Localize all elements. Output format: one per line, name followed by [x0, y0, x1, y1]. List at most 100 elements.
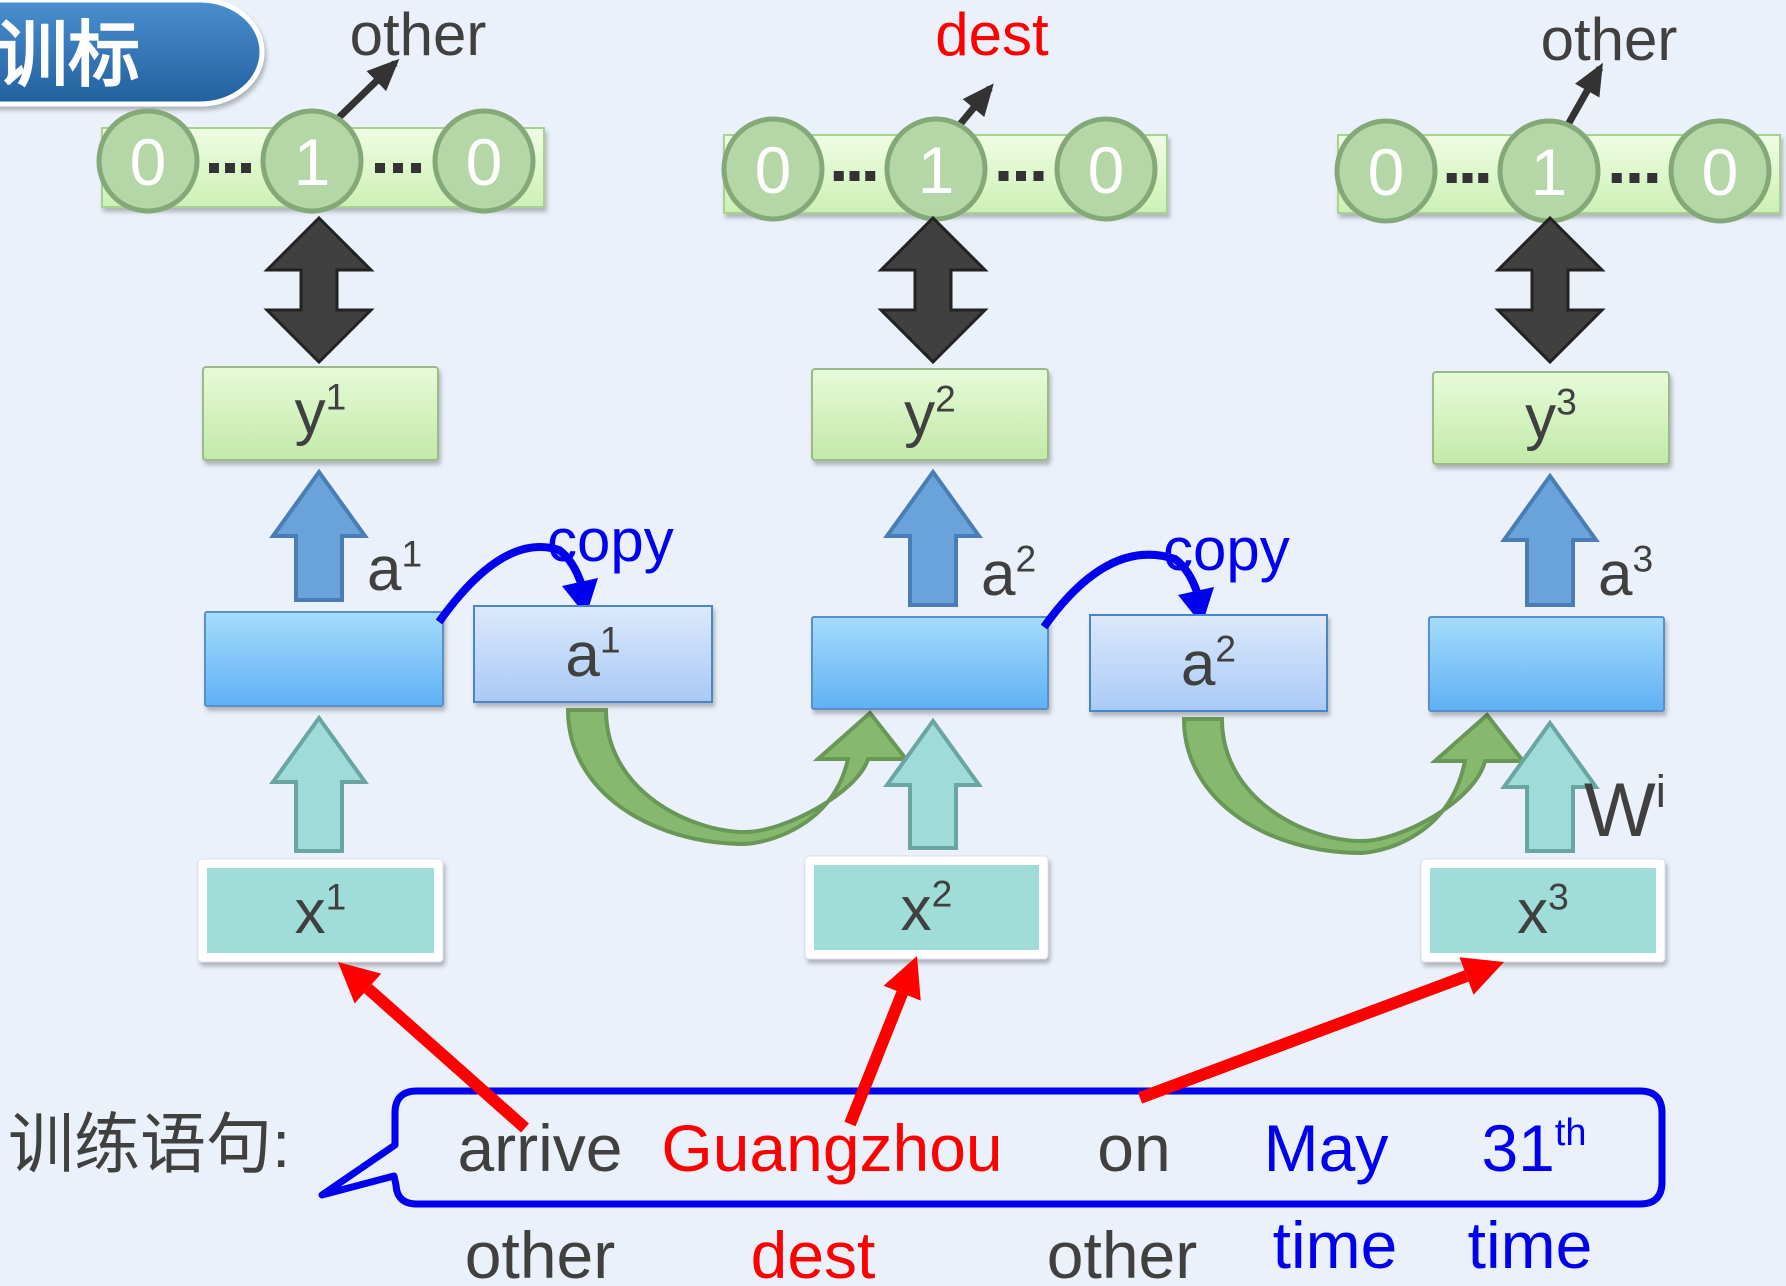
- ellipsis-dot: [1446, 173, 1457, 183]
- sentence-word-5: 31th time: [1468, 1111, 1593, 1282]
- output-label: other: [350, 1, 487, 68]
- word-text: on: [1097, 1111, 1170, 1185]
- slot-label: other: [465, 1218, 615, 1286]
- input-x-label-sup: 3: [1548, 875, 1569, 917]
- word-text: arrive: [457, 1111, 622, 1185]
- output-label: other: [1541, 6, 1678, 73]
- hidden-a-label-base: a: [1598, 540, 1633, 609]
- ellipsis-dot: [849, 171, 860, 181]
- ellipsis-dot: [393, 163, 403, 173]
- ellipsis-dot: [1611, 173, 1622, 183]
- memory-copy-label-base: a: [565, 621, 600, 690]
- input-to-hidden-arrow-icon: [883, 717, 983, 850]
- memory-copy-label-sup: 1: [600, 618, 621, 660]
- pointer-arrow-head: [962, 83, 994, 117]
- output-y-label-sup: 2: [935, 377, 956, 419]
- slot-label: time: [1273, 1208, 1398, 1282]
- word-to-input-arrowhead: [883, 956, 921, 1001]
- onehot-value: 1: [918, 133, 955, 207]
- word-to-input-arrow-1: [363, 984, 529, 1133]
- onehot-node: [432, 108, 536, 214]
- onehot-node: [260, 108, 364, 214]
- ellipsis-dot: [209, 163, 219, 173]
- input-to-hidden-arrow-icon: [269, 714, 369, 853]
- input-x-box: [207, 868, 434, 953]
- speech-bubble: [318, 1087, 1666, 1208]
- copy-curve-arrow: [435, 543, 586, 625]
- onehot-value: 0: [755, 133, 792, 207]
- input-x-label-sup: 2: [932, 872, 953, 914]
- pointer-arrow-head: [366, 58, 400, 92]
- hidden-to-output-arrow-icon: [269, 468, 369, 602]
- ellipsis-dot: [225, 163, 235, 173]
- onehot-value: 0: [1368, 135, 1405, 209]
- slot-label: dest: [751, 1218, 876, 1286]
- copy-label: copy: [1163, 516, 1290, 583]
- hidden-a-label-base: a: [981, 540, 1016, 609]
- pointer-arrow-head: [1575, 62, 1603, 98]
- ellipsis-dot: [1033, 171, 1044, 181]
- input-x-label-sup: 1: [326, 875, 347, 917]
- weight-label-base: W: [1584, 768, 1656, 853]
- input-x-label-base: x: [901, 875, 932, 944]
- ellipsis-dot: [1629, 173, 1640, 183]
- output-y-label-base: y: [1525, 383, 1556, 452]
- memory-copy-label: a1: [565, 618, 620, 690]
- memory-copy-label-sup: 2: [1215, 627, 1236, 669]
- input-to-hidden-arrow-icon: [1500, 719, 1600, 853]
- weight-label-sup: i: [1656, 766, 1666, 817]
- word-to-input-arrowhead: [1459, 957, 1504, 995]
- hidden-a-label-sup: 1: [401, 532, 422, 574]
- onehot-value: 0: [130, 125, 167, 199]
- word-text: Guangzhou: [661, 1111, 1002, 1185]
- ellipsis-dot: [375, 163, 385, 173]
- sentence-word-1: arrive other: [457, 1111, 622, 1286]
- sentence-word-2: Guangzhou dest: [661, 1111, 1002, 1286]
- input-x-label-base: x: [1517, 878, 1548, 947]
- input-x-label-base: x: [295, 878, 326, 947]
- word-token: May: [1264, 1111, 1389, 1185]
- ellipsis-dot: [1016, 171, 1026, 181]
- output-label: dest: [935, 1, 1049, 68]
- hidden-to-output-arrow-icon: [1500, 472, 1600, 607]
- slot-label: time: [1468, 1208, 1593, 1282]
- onehot-node: [1668, 118, 1772, 224]
- hidden-layer-box: [204, 611, 444, 707]
- output-y-box: [1432, 371, 1670, 465]
- compare-double-arrow-icon: [1494, 215, 1606, 365]
- word-token: 31th: [1481, 1111, 1586, 1185]
- ellipsis-dot: [865, 171, 876, 181]
- hidden-layer-box: [811, 616, 1049, 710]
- onehot-node: [96, 108, 200, 214]
- copy-label: copy: [547, 507, 674, 574]
- input-x-label: x1: [295, 875, 347, 947]
- memory-copy-label-base: a: [1181, 630, 1216, 699]
- onehot-value: 0: [1702, 135, 1739, 209]
- word-sup: th: [1555, 1112, 1587, 1154]
- onehot-value: 1: [294, 125, 331, 199]
- hidden-a-label-base: a: [367, 535, 402, 604]
- weight-label: Wi: [1584, 766, 1666, 853]
- memory-copy-box: [1089, 614, 1328, 712]
- onehot-value: 0: [466, 125, 503, 199]
- recurrent-green-arrow-icon: [1181, 712, 1528, 856]
- ellipsis-dot: [1647, 173, 1658, 183]
- word-token: on: [1097, 1111, 1170, 1185]
- ellipsis-dot: [998, 171, 1009, 181]
- word-token: arrive: [457, 1111, 622, 1185]
- hidden-layer-box: [1428, 616, 1665, 712]
- ellipsis-dot: [411, 163, 421, 173]
- compare-double-arrow-icon: [263, 215, 375, 365]
- input-x-box: [1430, 868, 1656, 953]
- output-y-label: y1: [295, 375, 347, 447]
- hidden-a-label-sup: 2: [1015, 537, 1036, 579]
- slot-label: other: [1047, 1218, 1197, 1286]
- sentence-word-3: on other: [1047, 1111, 1197, 1286]
- output-y-label: y2: [904, 377, 956, 449]
- output-y-label-base: y: [295, 378, 326, 447]
- title-banner: 训标: [0, 0, 265, 107]
